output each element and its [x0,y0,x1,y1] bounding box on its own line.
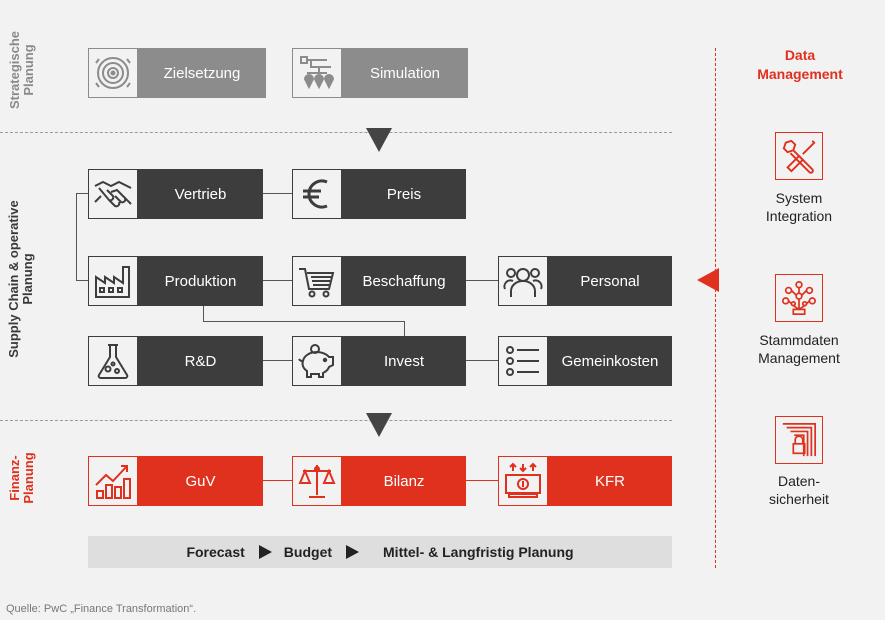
box-label: Personal [548,256,672,306]
box-preis: Preis [292,169,466,219]
flow-arrow-down-2 [366,413,392,437]
connector [76,193,77,281]
timeline-budget: Budget [283,544,333,560]
box-vertrieb: Vertrieb [88,169,263,219]
planning-horizon-bar: Forecast Budget Mittel- & Langfristig Pl… [88,536,672,568]
source-note: Quelle: PwC „Finance Transformation“. [6,603,197,615]
box-zielsetzung: Zielsetzung [88,48,266,98]
separator-strategic [0,132,672,133]
connector [466,480,498,481]
people-icon [498,256,548,306]
box-beschaffung: Beschaffung [292,256,466,306]
timeline-long-term: Mittel- & Langfristig Planung [383,544,574,560]
simulation-icon [292,48,342,98]
euro-icon [292,169,342,219]
box-label: Beschaffung [342,256,466,306]
connector [466,360,498,361]
box-label: Gemeinkosten [548,336,672,386]
connector [76,193,88,194]
box-simulation: Simulation [292,48,468,98]
box-produktion: Produktion [88,256,263,306]
play-arrow-icon [346,545,360,559]
box-label: Bilanz [342,456,466,506]
box-label: Zielsetzung [138,48,266,98]
shopping-cart-icon [292,256,342,306]
arrow-left-icon [697,268,719,292]
box-rd: R&D [88,336,263,386]
box-label: Simulation [342,48,468,98]
section-label-supply-chain: Supply Chain & operative Planung [6,200,35,358]
box-label: Vertrieb [138,169,263,219]
connector [203,305,204,321]
connector [404,321,405,336]
tools-icon [775,132,823,180]
connector [466,280,498,281]
box-kfr: KFR [498,456,672,506]
growth-chart-icon [88,456,138,506]
box-label: GuV [138,456,263,506]
connector [263,193,292,194]
connector [76,280,88,281]
connector [203,321,405,322]
data-management-label: System Integration [765,190,833,224]
flask-icon [88,336,138,386]
connector [263,280,292,281]
box-gemeinkosten: Gemeinkosten [498,336,672,386]
list-icon [498,336,548,386]
box-label: Produktion [138,256,263,306]
box-guv: GuV [88,456,263,506]
box-personal: Personal [498,256,672,306]
data-management-divider [715,48,716,568]
section-label-finance: Finanz-Planung [7,452,36,504]
data-management-title: Data Management [757,47,843,82]
lock-icon [775,416,823,464]
box-label: Invest [342,336,466,386]
connector [263,360,292,361]
network-tree-icon [775,274,823,322]
separator-finance [0,420,672,421]
box-label: R&D [138,336,263,386]
handshake-icon [88,169,138,219]
scale-icon [292,456,342,506]
play-arrow-icon [258,545,272,559]
box-label: Preis [342,169,466,219]
box-label: KFR [548,456,672,506]
box-bilanz: Bilanz [292,456,466,506]
timeline-forecast: Forecast [186,544,245,560]
data-management-label: Daten- sicherheit [769,473,829,507]
connector [263,480,292,481]
box-invest: Invest [292,336,466,386]
data-management-label: Stammdaten Management [758,332,840,366]
flow-arrow-down-1 [366,128,392,152]
target-icon [88,48,138,98]
piggy-bank-icon [292,336,342,386]
cash-flow-icon [498,456,548,506]
section-label-strategic: Strategische Planung [7,30,36,110]
factory-icon [88,256,138,306]
